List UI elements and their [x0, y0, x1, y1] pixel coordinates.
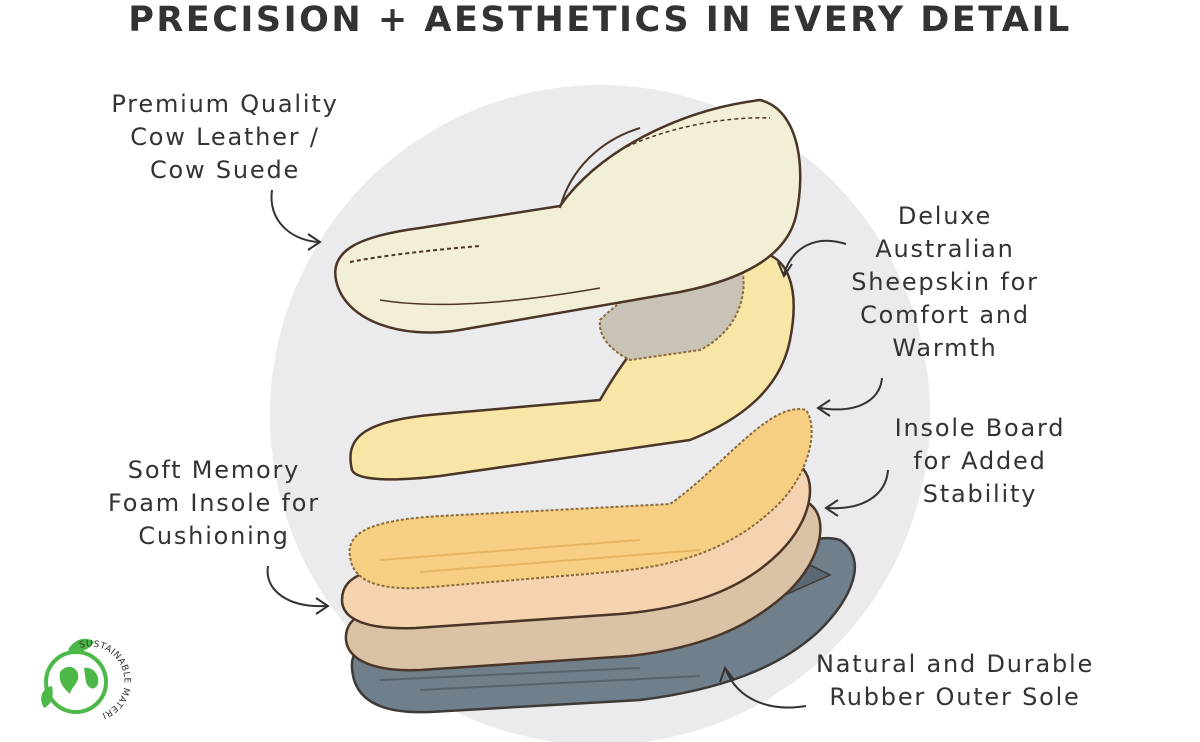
label-outer-sole: Natural and Durable Rubber Outer Sole	[815, 650, 1095, 711]
globe-leaf-icon	[41, 638, 108, 714]
sustainable-materials-badge: SUSTAINABLE MATERIALS	[30, 628, 131, 720]
arrow-sheepskin	[777, 239, 847, 279]
leather-upper-layer	[334, 98, 802, 334]
label-sheepskin: Deluxe Australian Sheepskin for Comfort …	[851, 202, 1039, 362]
label-leather: Premium Quality Cow Leather / Cow Suede	[111, 90, 339, 184]
arrow-leather	[270, 189, 322, 251]
page-title: PRECISION + AESTHETICS IN EVERY DETAIL	[128, 0, 1072, 40]
arrow-fluffy	[816, 377, 883, 417]
fluffy-footbed-layer	[348, 408, 813, 590]
arrow-insole-board	[824, 469, 889, 517]
label-memory-foam: Soft Memory Foam Insole for Cushioning	[108, 456, 320, 550]
arrow-memory-foam	[266, 565, 330, 615]
label-insole-board: Insole Board for Added Stability	[894, 414, 1066, 508]
arrow-outer-sole	[719, 665, 807, 709]
